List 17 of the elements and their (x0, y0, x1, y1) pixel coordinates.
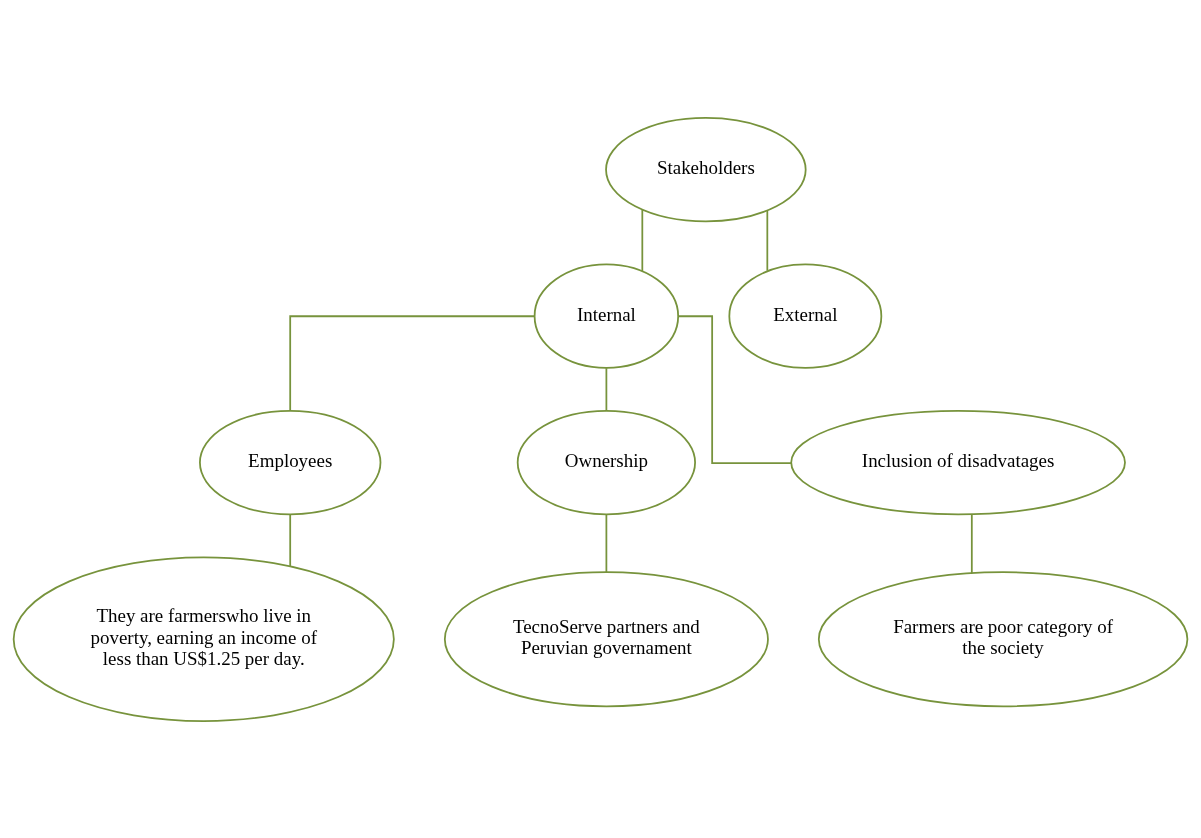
connector (641, 208, 644, 272)
connector (970, 513, 973, 574)
node-ellipse: TecnoServe partners and Peruvian governament (443, 570, 769, 707)
node-ellipse: Internal (533, 263, 680, 369)
node-ellipse: External (728, 263, 883, 369)
node-ellipse: Employees (199, 409, 382, 515)
node-ellipse: Farmers are poor category of the society (817, 570, 1189, 707)
connector (605, 513, 608, 573)
node-ellipse: Inclusion of disadvatages (790, 409, 1126, 515)
node-ellipse: Stakeholders (605, 116, 807, 222)
connector (289, 513, 292, 567)
node-ellipse: They are farmerswho live in poverty, earning an income of less than US$1.25 per day. (12, 556, 395, 722)
connector (677, 314, 793, 464)
node-ellipse: Ownership (516, 409, 696, 515)
connector (605, 366, 608, 411)
connector (289, 314, 536, 411)
connector (766, 209, 769, 271)
